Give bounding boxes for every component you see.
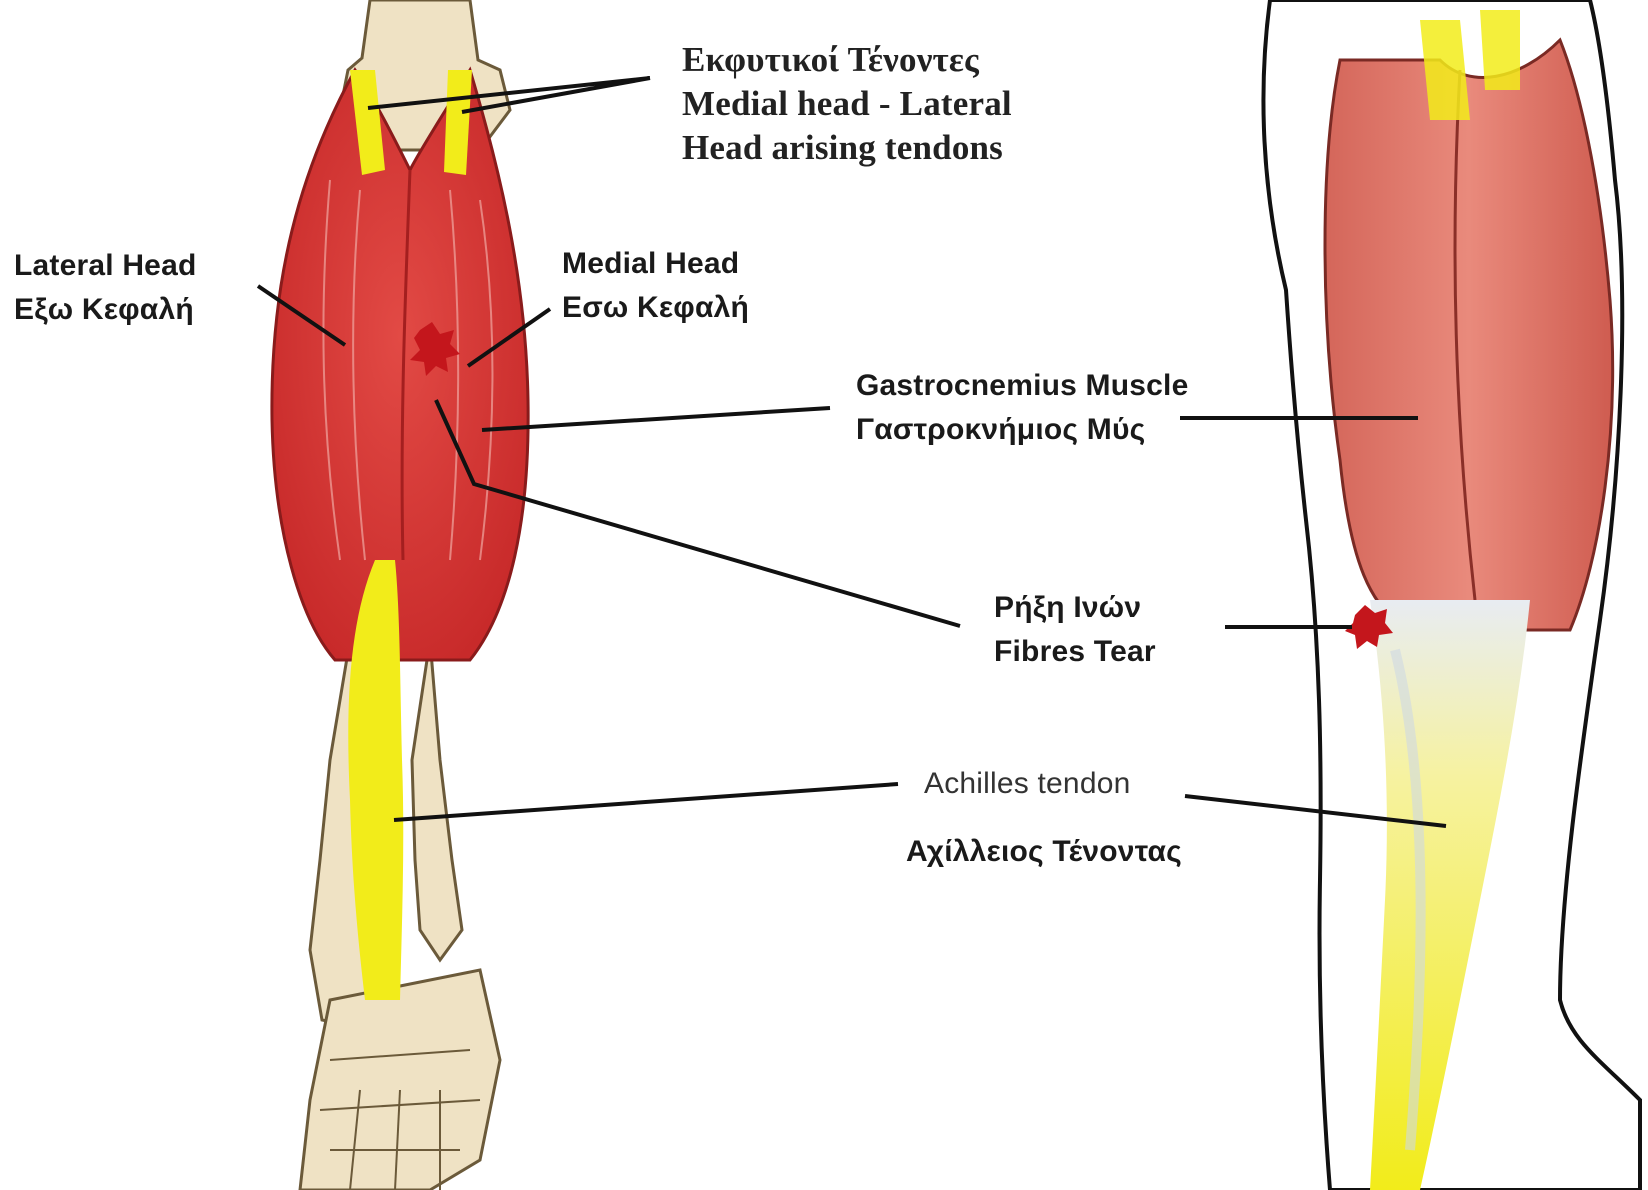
right-leg-side-view [1263,0,1640,1190]
achilles-el: Αχίλλειος Τένοντας [906,830,1182,874]
achilles-leader-left [394,784,898,820]
achilles-label-en: Achilles tendon [924,762,1130,806]
achilles-en: Achilles tendon [924,762,1130,806]
gastrocnemius-el: Γαστροκνήμιος Μύς [856,408,1188,452]
fibula-bone [412,640,462,960]
arising-tendons-line2: Medial head - Lateral [682,82,1012,126]
fibres-tear-label: Ρήξη Ινών Fibres Tear [994,586,1156,674]
lateral-head-en: Lateral Head [14,244,196,288]
fibres-tear-en: Fibres Tear [994,630,1156,674]
gastrocnemius-leader-left [482,408,830,430]
gastrocnemius-label: Gastrocnemius Muscle Γαστροκνήμιος Μύς [856,364,1188,452]
fibres-tear-el: Ρήξη Ινών [994,586,1156,630]
medial-head-en: Medial Head [562,242,749,286]
left-gastrocnemius-muscle [272,70,528,660]
medial-head-el: Εσω Κεφαλή [562,286,749,330]
foot-bones [300,970,500,1190]
arising-tendons-label: Εκφυτικοί Τένοντες Medial head - Lateral… [682,38,1012,170]
lateral-head-el: Εξω Κεφαλή [14,288,196,332]
arising-tendons-line3: Head arising tendons [682,126,1012,170]
achilles-label-el: Αχίλλειος Τένοντας [906,830,1182,874]
gastrocnemius-en: Gastrocnemius Muscle [856,364,1188,408]
medial-head-label: Medial Head Εσω Κεφαλή [562,242,749,330]
arising-tendons-greek: Εκφυτικοί Τένοντες [682,38,1012,82]
lateral-head-label: Lateral Head Εξω Κεφαλή [14,244,196,332]
